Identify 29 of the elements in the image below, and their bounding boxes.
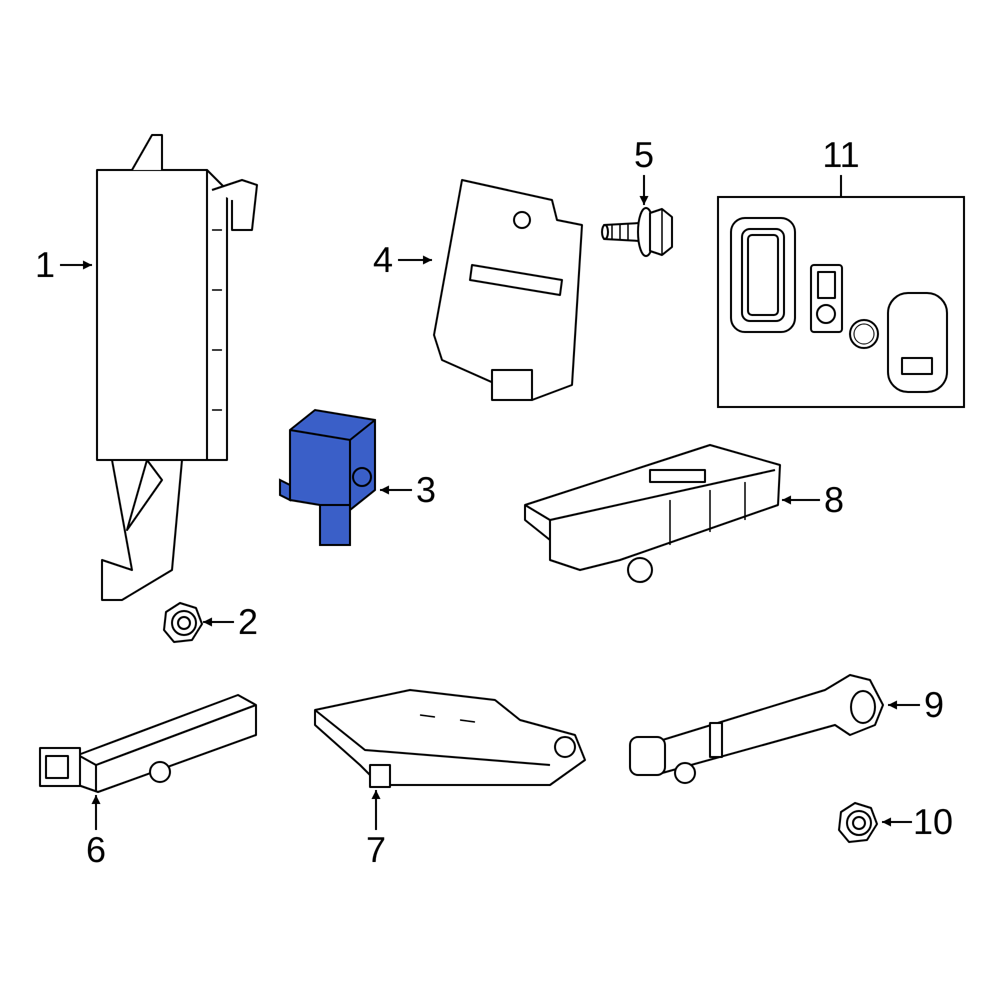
- leader-arrow: [882, 818, 912, 826]
- key-cover-drawing: [728, 215, 798, 335]
- callout-number: 3: [412, 470, 440, 510]
- callout-number: 2: [234, 602, 262, 642]
- leader-arrow: [380, 486, 412, 494]
- key-blade-drawing: [808, 262, 845, 335]
- leader-arrow: [782, 496, 820, 504]
- battery-drawing: [848, 318, 880, 350]
- kit-box: [717, 196, 965, 408]
- callout-number: 7: [362, 830, 390, 870]
- callout-number: 11: [820, 135, 862, 175]
- leader-arrow: [888, 700, 920, 710]
- leader-arrow: [640, 175, 648, 205]
- callout-number: 6: [82, 830, 110, 870]
- callout-number: 1: [30, 245, 60, 285]
- nut-drawing: [160, 600, 203, 645]
- leader-arrow: [92, 795, 100, 830]
- key-fob-drawing: [885, 290, 950, 395]
- leader-line: [840, 175, 842, 196]
- callout-number: 4: [368, 240, 398, 280]
- callout-number: 9: [920, 685, 948, 725]
- leader-arrow: [203, 618, 234, 626]
- callout-number: 5: [630, 135, 658, 175]
- callout-number: 8: [820, 480, 848, 520]
- bolt-drawing: [600, 205, 675, 260]
- leader-arrow: [398, 256, 432, 264]
- callout-number: 10: [912, 802, 954, 842]
- leader-arrow: [372, 790, 380, 830]
- leader-arrow: [60, 260, 92, 270]
